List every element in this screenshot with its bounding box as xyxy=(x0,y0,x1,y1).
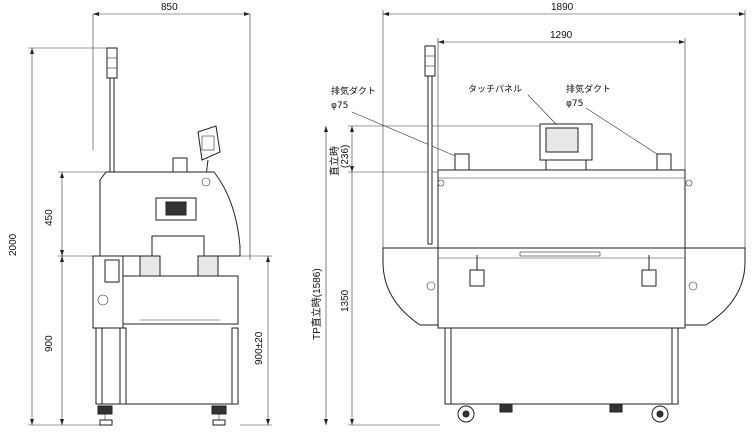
dim-tp-upright: TP直立時(1586) xyxy=(310,268,323,340)
dim-900: 900 xyxy=(44,335,55,352)
dim-1350: 1350 xyxy=(340,289,351,312)
label-touch-panel: タッチパネル xyxy=(468,84,522,95)
dim-1290: 1290 xyxy=(550,30,573,41)
dim-850: 850 xyxy=(161,2,178,13)
dim-1890: 1890 xyxy=(551,2,574,13)
front-view: 1890 1290 排気ダクト φ75 タッチパネル 排気ダクト φ75 直立時… xyxy=(310,2,746,426)
label-exhaust-right: 排気ダクト xyxy=(566,83,611,95)
dim-900-tol: 900±20 xyxy=(254,331,265,365)
label-exhaust-right-size: φ75 xyxy=(566,99,583,109)
side-view: 850 2000 450 900 900±20 xyxy=(8,2,272,426)
dim-2000: 2000 xyxy=(8,233,19,256)
label-exhaust-left: 排気ダクト xyxy=(331,85,376,97)
dim-450: 450 xyxy=(44,209,55,226)
dim-upright-236: (236) xyxy=(340,145,351,168)
label-exhaust-left-size: φ75 xyxy=(331,101,348,111)
dim-upright: 直立時 xyxy=(328,146,341,176)
